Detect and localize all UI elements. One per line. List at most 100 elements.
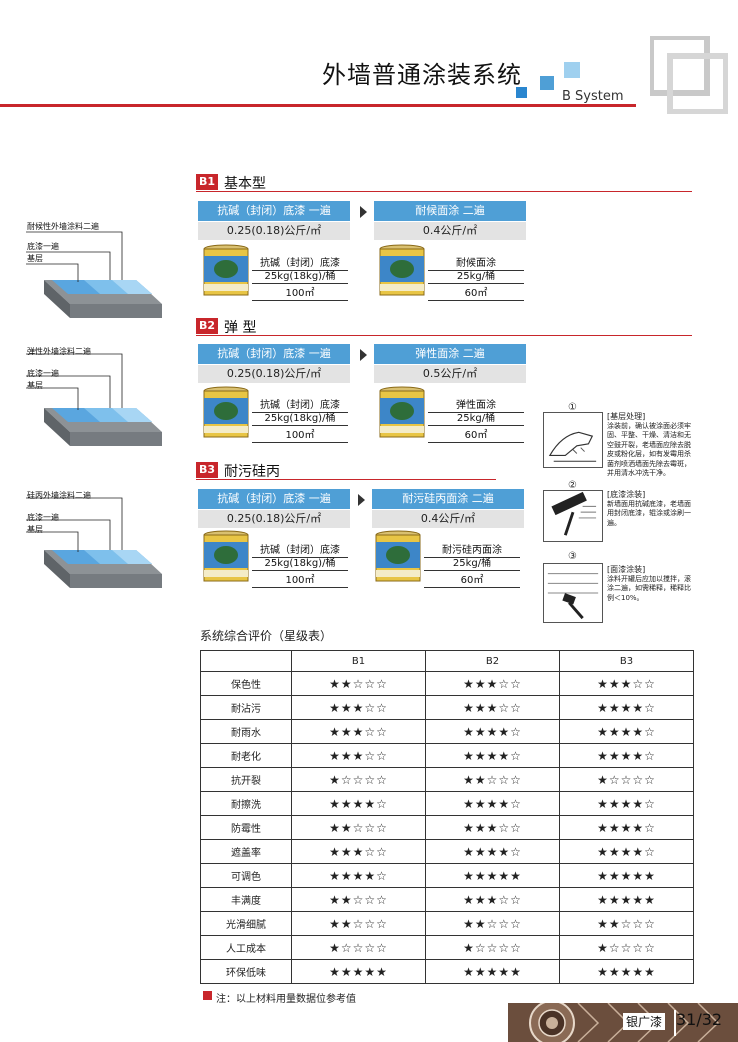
section-tag: B3 — [196, 462, 218, 478]
deco-square-2 — [540, 76, 554, 90]
rating-b2: ★★★☆☆ — [425, 815, 560, 840]
row-label: 光滑细腻 — [200, 911, 292, 936]
row-label: 遮盖率 — [200, 839, 292, 864]
topcoat-rate: 0.4公斤/㎡ — [374, 222, 526, 240]
row-label: 可调色 — [200, 863, 292, 888]
section-rule — [196, 479, 496, 480]
spec-area: 60㎡ — [428, 288, 524, 301]
primer-bar: 抗碱（封闭）底漆 一遍 — [198, 489, 350, 509]
rating-b1: ★★☆☆☆ — [291, 815, 426, 840]
rating-b2: ★★★★☆ — [425, 839, 560, 864]
deco-frame-icon — [650, 36, 728, 114]
primer-rate: 0.25(0.18)公斤/㎡ — [198, 222, 350, 240]
diagram-label: 底漆一遍 — [27, 242, 59, 251]
paint-can-icon — [203, 244, 249, 296]
arrow-icon — [360, 349, 367, 361]
row-label: 保色性 — [200, 671, 292, 696]
spec-area: 100㎡ — [252, 575, 348, 588]
diagram-label: 基层 — [27, 525, 43, 534]
rating-title: 系统综合评价（星级表） — [200, 629, 333, 643]
rating-b1: ★★★☆☆ — [291, 839, 426, 864]
rating-b1: ★★★☆☆ — [291, 719, 426, 744]
table-row: 耐擦洗★★★★☆★★★★☆★★★★☆ — [200, 791, 694, 816]
diagram-label: 底漆一遍 — [27, 513, 59, 522]
spec-area: 100㎡ — [252, 430, 348, 443]
rating-b1: ★★★★☆ — [291, 863, 426, 888]
rating-b3: ★☆☆☆☆ — [559, 767, 694, 792]
paint-can-icon — [203, 386, 249, 438]
column-header: B1 — [291, 650, 426, 672]
primer-bar: 抗碱（封闭）底漆 一遍 — [198, 201, 350, 221]
spec-area: 60㎡ — [428, 430, 524, 443]
page-subtitle: B System — [562, 89, 624, 104]
table-row: 环保低味★★★★★★★★★★★★★★★ — [200, 959, 694, 984]
diagram-label: 基层 — [27, 381, 43, 390]
process-text: 涂料开罐后应加以搅拌，滚涂二遍，如需稀释，稀释比例＜10%。 — [607, 574, 691, 602]
process-title: [基层处理] — [607, 412, 646, 421]
roller-icon — [543, 490, 603, 542]
layer-diagram-b1 — [26, 231, 162, 318]
header-rule — [0, 104, 636, 107]
footnote: 注：以上材料用量数据位参考值 — [216, 994, 356, 1005]
deco-square-1 — [516, 87, 527, 98]
spec-pack: 25kg/桶 — [428, 413, 524, 426]
table-row: 遮盖率★★★☆☆★★★★☆★★★★☆ — [200, 839, 694, 864]
page-number: 31/32 — [676, 1010, 723, 1029]
rating-b3: ★★★★★ — [559, 863, 694, 888]
row-label: 丰满度 — [200, 887, 292, 912]
row-label: 环保低味 — [200, 959, 292, 984]
table-row: 防霉性★★☆☆☆★★★☆☆★★★★☆ — [200, 815, 694, 840]
step-number: ① — [568, 402, 577, 413]
diagram-label: 耐候性外墙涂料二遍 — [27, 222, 99, 231]
row-label: 耐老化 — [200, 743, 292, 768]
brand-name: 银广漆 — [623, 1013, 666, 1030]
row-label: 防霉性 — [200, 815, 292, 840]
rating-table-body: 保色性★★☆☆☆★★★☆☆★★★☆☆耐沾污★★★☆☆★★★☆☆★★★★☆耐雨水★… — [200, 671, 694, 984]
primer-rate: 0.25(0.18)公斤/㎡ — [198, 510, 350, 528]
diagram-label: 基层 — [27, 254, 43, 263]
column-header — [200, 650, 292, 672]
spec-pack: 25kg/桶 — [428, 271, 524, 284]
brush-icon — [543, 563, 603, 623]
step-number: ② — [568, 480, 577, 491]
spec-area: 100㎡ — [252, 288, 348, 301]
topcoat-bar: 耐候面涂 二遍 — [374, 201, 526, 221]
process-note-1: [基层处理] 涂装前，确认被涂面必须牢固、平整、干燥、清洁和无空鼓开裂，老墙面应… — [607, 412, 691, 479]
note-marker — [203, 991, 212, 1000]
rating-b2: ★★☆☆☆ — [425, 767, 560, 792]
page-title: 外墙普通涂装系统 — [322, 61, 522, 89]
table-row: 保色性★★☆☆☆★★★☆☆★★★☆☆ — [200, 671, 694, 696]
section-tag: B1 — [196, 174, 218, 190]
row-label: 耐擦洗 — [200, 791, 292, 816]
topcoat-bar: 耐污硅丙面涂 二遍 — [372, 489, 524, 509]
paint-can-icon — [379, 386, 425, 438]
rating-table: B1 B2 B3 保色性★★☆☆☆★★★☆☆★★★☆☆耐沾污★★★☆☆★★★☆☆… — [200, 650, 694, 984]
table-header-row: B1 B2 B3 — [200, 650, 694, 672]
spec-pack: 25kg(18kg)/桶 — [252, 271, 348, 284]
table-row: 光滑细腻★★☆☆☆★★☆☆☆★★☆☆☆ — [200, 911, 694, 936]
paint-can-icon — [203, 530, 249, 582]
rating-b2: ★★★★☆ — [425, 743, 560, 768]
topcoat-bar: 弹性面涂 二遍 — [374, 344, 526, 364]
section-rule — [196, 335, 692, 336]
rating-b3: ★★★★☆ — [559, 695, 694, 720]
diagram-label: 弹性外墙涂料二遍 — [27, 347, 91, 356]
process-title: [面漆涂装] — [607, 565, 646, 574]
column-header: B2 — [425, 650, 560, 672]
primer-spec: 抗碱（封闭）底漆 25kg(18kg)/桶 100㎡ — [252, 400, 348, 443]
spec-name: 抗碱（封闭）底漆 — [252, 258, 348, 271]
section-name: 耐污硅丙 — [224, 464, 280, 480]
layer-diagram-b2 — [26, 353, 162, 446]
table-row: 可调色★★★★☆★★★★★★★★★★ — [200, 863, 694, 888]
row-label: 人工成本 — [200, 935, 292, 960]
spec-name: 弹性面涂 — [428, 400, 524, 413]
rating-b1: ★★★☆☆ — [291, 695, 426, 720]
table-row: 丰满度★★☆☆☆★★★☆☆★★★★★ — [200, 887, 694, 912]
step-number: ③ — [568, 551, 577, 562]
row-label: 耐雨水 — [200, 719, 292, 744]
rating-b3: ★★★★☆ — [559, 743, 694, 768]
rating-b1: ★☆☆☆☆ — [291, 767, 426, 792]
rating-b2: ★★★★★ — [425, 959, 560, 984]
section-tag: B2 — [196, 318, 218, 334]
arrow-icon — [358, 494, 365, 506]
